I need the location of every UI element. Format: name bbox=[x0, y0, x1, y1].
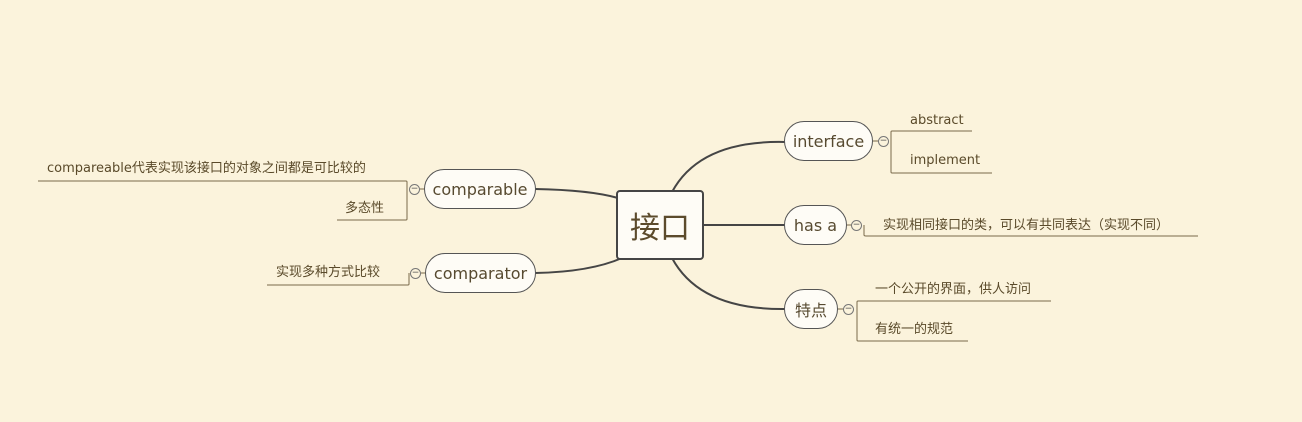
collapse-comparator-icon[interactable]: − bbox=[410, 268, 421, 279]
topic-has-a[interactable]: has a bbox=[784, 205, 847, 245]
leaf-multi-compare[interactable]: 实现多种方式比较 bbox=[276, 265, 381, 280]
collapse-comparable-icon[interactable]: − bbox=[409, 184, 420, 195]
connector-features bbox=[671, 257, 786, 311]
topic-comparator[interactable]: comparator bbox=[425, 253, 536, 293]
leaf-public-interface[interactable]: 一个公开的界面，供人访问 bbox=[875, 282, 1032, 297]
leaf-implement[interactable]: implement bbox=[910, 153, 981, 168]
leaf-unified-spec[interactable]: 有统一的规范 bbox=[875, 322, 954, 337]
leaf-polymorphism[interactable]: 多态性 bbox=[345, 201, 385, 216]
central-topic[interactable]: 接口 bbox=[616, 190, 704, 260]
collapse-features-icon[interactable]: − bbox=[843, 304, 854, 315]
topic-interface-label: interface bbox=[792, 131, 865, 151]
central-topic-label: 接口 bbox=[630, 211, 690, 246]
leaf-comparable-desc[interactable]: compareable代表实现该接口的对象之间都是可比较的 bbox=[47, 161, 366, 176]
collapse-interface-icon[interactable]: − bbox=[878, 136, 889, 147]
topic-comparable[interactable]: comparable bbox=[424, 169, 536, 209]
leaf-same-interface[interactable]: 实现相同接口的类，可以有共同表达（实现不同） bbox=[883, 218, 1170, 233]
topic-features[interactable]: 特点 bbox=[784, 289, 838, 329]
topic-features-label: 特点 bbox=[794, 301, 827, 320]
leaf-abstract[interactable]: abstract bbox=[910, 113, 964, 128]
collapse-has-a-icon[interactable]: − bbox=[851, 220, 862, 231]
topic-comparable-label: comparable bbox=[432, 179, 528, 199]
connector-comparator bbox=[534, 257, 623, 274]
topic-comparator-label: comparator bbox=[433, 263, 528, 283]
connector-comparable bbox=[534, 188, 619, 199]
topic-interface[interactable]: interface bbox=[784, 121, 873, 161]
topic-has-a-label: has a bbox=[793, 215, 838, 235]
connector-interface bbox=[671, 140, 786, 193]
